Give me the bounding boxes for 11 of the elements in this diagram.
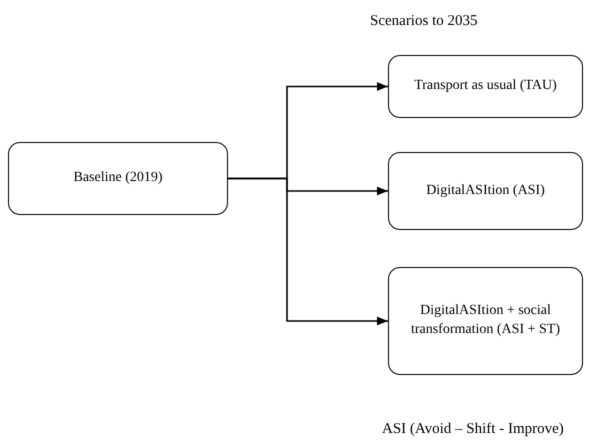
- node-label: Baseline (2019): [73, 169, 163, 188]
- baseline-box: [8, 142, 228, 215]
- title: Scenarios to 2035: [370, 13, 478, 30]
- node-label: DigitalASItion + social transformation (ASI + ST): [410, 302, 562, 339]
- node-label: DigitalASItion (ASI): [426, 182, 545, 200]
- scenario-box: [388, 152, 583, 230]
- arrow: [228, 178, 388, 326]
- scenario-box: [388, 267, 583, 375]
- node-label: Transport as usual (TAU): [414, 77, 557, 96]
- scenario-box: [388, 55, 583, 118]
- caption: ASI (Avoid – Shift - Improve): [382, 421, 564, 438]
